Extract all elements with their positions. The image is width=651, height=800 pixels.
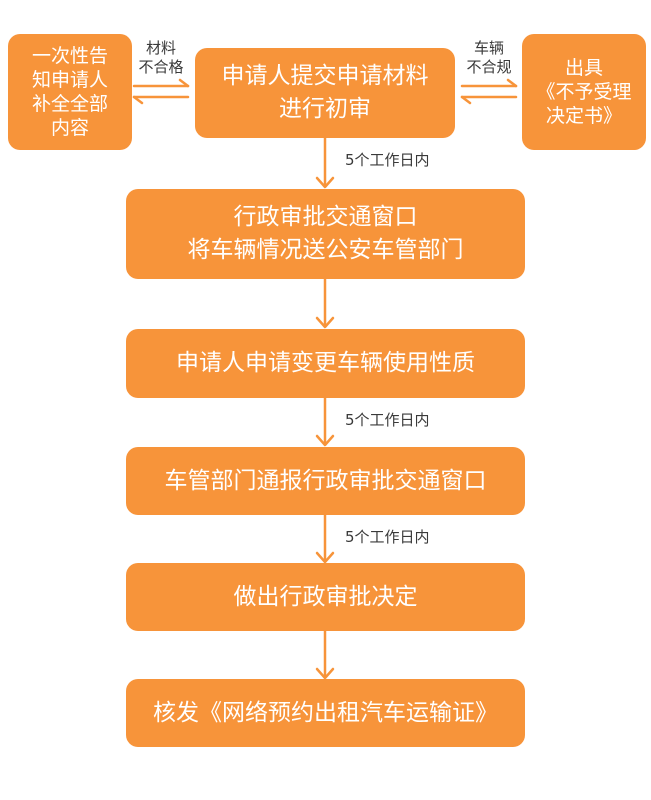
duration-label-2: 5个工作日内 [345,411,430,429]
step-submit-application: 申请人提交申请材料 进行初审 [195,48,455,138]
right-branch-box: 出具 《不予受理 决定书》 [522,34,646,150]
duration-label-1: 5个工作日内 [345,151,430,169]
connector-arrow-1 [315,136,335,189]
step-window-forward: 行政审批交通窗口 将车辆情况送公安车管部门 [126,189,525,279]
left-branch-box: 一次性告 知申请人 补全全部 内容 [8,34,132,150]
connector-arrow-4 [315,513,335,564]
duration-label-3: 5个工作日内 [345,528,430,546]
left-branch-condition: 材料 不合格 [138,39,184,76]
left-branch-arrows [132,78,190,105]
right-branch-arrows [460,78,518,105]
right-branch-condition: 车辆 不合规 [466,39,512,76]
step-apply-change: 申请人申请变更车辆使用性质 [126,329,525,398]
step-issue-certificate: 核发《网络预约出租汽车运输证》 [126,679,525,747]
step-make-decision: 做出行政审批决定 [126,563,525,631]
step-notify-window: 车管部门通报行政审批交通窗口 [126,447,525,515]
connector-arrow-2 [315,277,335,329]
connector-arrow-5 [315,629,335,680]
connector-arrow-3 [315,396,335,447]
